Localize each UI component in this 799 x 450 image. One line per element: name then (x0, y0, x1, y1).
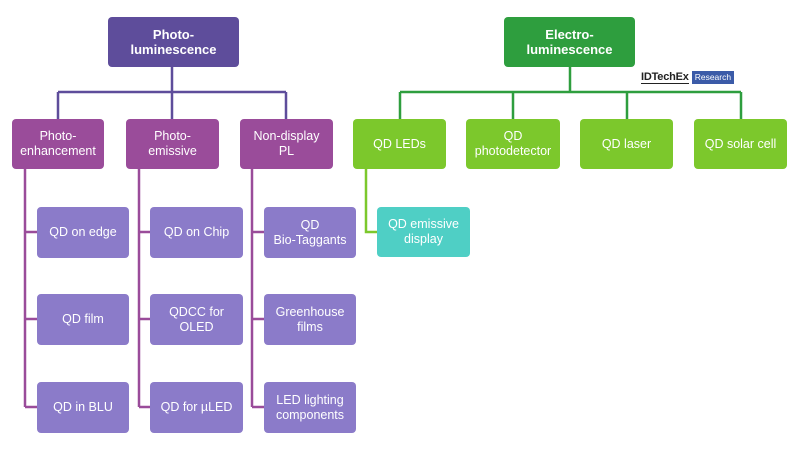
photoluminescence-subconnectors (23, 169, 264, 409)
electroluminescence-root: Electro-luminescence (504, 17, 635, 67)
category-qd-solar-cell: QD solar cell (694, 119, 787, 169)
electroluminescence-connectors (398, 67, 743, 119)
electroluminescence-subconnectors (364, 169, 377, 234)
leaf-led-lighting-components: LED lighting components (264, 382, 356, 433)
leaf-qd-on-edge: QD on edge (37, 207, 129, 258)
pl-root-to-categories (56, 67, 288, 119)
category-non-display-pl: Non-display PL (240, 119, 333, 169)
el-root-to-categories (398, 67, 743, 119)
leaf-qd-bio-taggants: QD Bio-Taggants (264, 207, 356, 258)
category-qd-laser: QD laser (580, 119, 673, 169)
idtechex-logo: IDTechEx Research (641, 71, 735, 84)
photoluminescence-connectors (56, 67, 288, 119)
leaf-qd-film: QD film (37, 294, 129, 345)
category-qd-leds: QD LEDs (353, 119, 446, 169)
category-qd-photodetector: QD photodetector (466, 119, 560, 169)
leaf-qd-emissive-display: QD emissive display (377, 207, 470, 257)
leaf-greenhouse-films: Greenhouse films (264, 294, 356, 345)
leaf-qd-for-uled: QD for µLED (150, 382, 243, 433)
brand-name: IDTechEx (641, 71, 689, 84)
pl-emissive-branch (137, 169, 150, 409)
brand-tag: Research (691, 71, 735, 84)
photoluminescence-root: Photo-luminescence (108, 17, 239, 67)
el-qdled-branch (364, 169, 377, 234)
leaf-qd-on-chip: QD on Chip (150, 207, 243, 258)
leaf-qdcc-for-oled: QDCC for OLED (150, 294, 243, 345)
category-photo-emissive: Photo-emissive (126, 119, 219, 169)
pl-nondisplay-branch (250, 169, 264, 409)
leaf-qd-in-blu: QD in BLU (37, 382, 129, 433)
category-photo-enhancement: Photo- enhancement (12, 119, 104, 169)
pl-enhancement-branch (23, 169, 37, 409)
